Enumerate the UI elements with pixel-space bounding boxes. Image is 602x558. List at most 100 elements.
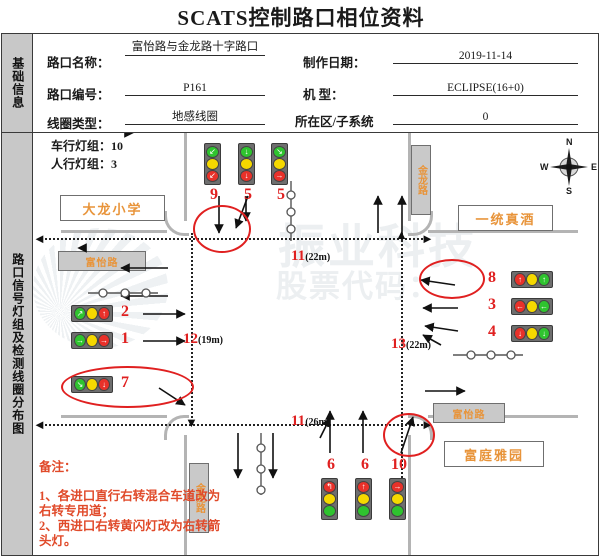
dimension-east-group: 13 <box>391 336 406 352</box>
signal-head-east-3[interactable]: ↓ ↓ <box>511 325 553 342</box>
lamp-green: ↗ <box>74 307 86 320</box>
sidebar-divider <box>32 33 34 556</box>
detector-loop <box>256 464 266 474</box>
compass-north-label: N <box>566 137 573 147</box>
signal-head-east-1[interactable]: ↑ ↑ <box>511 271 553 288</box>
stopline-axis-west <box>191 233 193 425</box>
curb-ne-vertical <box>408 133 411 221</box>
field-label-model: 机 型： <box>303 88 344 102</box>
signal-number-north-3: 5 <box>277 186 285 203</box>
axis-arrow-west-south: ▼ <box>185 415 198 430</box>
page-title: SCATS控制路口相位资料 <box>177 6 425 30</box>
lamp-green: → <box>74 334 86 347</box>
signal-head-north-1[interactable]: ↙ ↙ <box>204 143 221 185</box>
highlight-group-10 <box>383 413 435 457</box>
lamp-yellow <box>86 334 98 347</box>
lamp-yellow <box>526 300 538 313</box>
notes-block: 备注： 1、各进口直行右转混合车道改为右转专用道； 2、西进口右转黄闪灯改为右转… <box>39 445 224 548</box>
lamp-yellow <box>526 327 538 340</box>
street-label-fuyi-top: 富怡路 <box>58 251 146 271</box>
notes-body: 1、各进口直行右转混合车道改为右转专用道； 2、西进口右转黄闪灯改为右转箭头灯。 <box>39 489 221 548</box>
signal-number-west-1: 2 <box>121 303 129 320</box>
signal-head-south-2[interactable]: ↑ <box>355 478 372 520</box>
street-label-jinlong-bottom: 金龙路 <box>189 463 209 533</box>
compass-rose: N S E W <box>538 137 598 196</box>
field-value-name[interactable]: 富怡路与金龙路十字路口 <box>125 41 265 56</box>
curb-se-vertical <box>408 435 411 555</box>
dimension-north: 11(22m) <box>291 248 330 265</box>
detector-loop <box>506 350 516 360</box>
dimension-north-length: (22m) <box>305 252 331 263</box>
signal-head-north-2[interactable]: ↓ ↓ <box>238 143 255 185</box>
lamp-green: ← <box>538 300 550 313</box>
highlight-group-9 <box>193 205 251 253</box>
lamp-red: → <box>391 481 404 493</box>
signal-head-west-1[interactable]: ↗ ↑ <box>71 305 113 322</box>
curb-ne-horizontal <box>428 230 578 233</box>
place-residence: 富庭雅园 <box>444 441 544 467</box>
axis-arrow-north-east: ► <box>421 231 434 246</box>
street-label-jinlong-top: 金龙路 <box>411 145 431 215</box>
lamp-red: ↑ <box>357 481 370 493</box>
dimension-south: 11(26m) <box>291 413 330 430</box>
lamp-green: ↑ <box>538 273 550 286</box>
highlight-group-8 <box>419 259 485 299</box>
signal-number-north-2: 5 <box>244 186 252 203</box>
lamp-red: ← <box>514 300 526 313</box>
signal-number-south-1: 6 <box>327 456 335 473</box>
signal-head-west-2[interactable]: → → <box>71 332 113 349</box>
place-school: 大龙小学 <box>60 195 165 221</box>
compass-west-label: W <box>540 162 549 172</box>
detector-loop <box>256 443 266 453</box>
street-label-fuyi-right: 富怡路 <box>433 403 505 423</box>
field-value-subsystem[interactable]: 0 <box>393 111 578 126</box>
lamp-green: ↘ <box>273 146 286 158</box>
field-label-subsystem: 所在区/子系统 <box>295 115 374 129</box>
watermark-fan <box>33 228 168 348</box>
dimension-west-length: (19m) <box>198 335 223 346</box>
intersection-diagram: 振业科技 股票代码： 车行灯组：10 人行灯组：3 N S E W <box>33 133 598 555</box>
field-value-model[interactable]: ECLIPSE(16+0) <box>393 82 578 97</box>
compass-south-label: S <box>566 186 573 196</box>
signal-head-south-3[interactable]: → <box>389 478 406 520</box>
watermark-code: 股票代码： <box>276 269 441 304</box>
field-value-loop[interactable]: 地感线圈 <box>125 111 265 126</box>
curb-nw-corner <box>164 211 189 236</box>
field-label-name: 路口名称： <box>47 56 110 70</box>
place-liquor: 一统真酒 <box>458 205 553 231</box>
signal-head-north-3[interactable]: ↘ → <box>271 143 288 185</box>
axis-arrow-east-north: ▲ <box>395 227 408 242</box>
dimension-west-group: 12 <box>183 331 198 347</box>
signal-number-north-1: 9 <box>210 186 218 203</box>
lamp-yellow <box>240 158 253 170</box>
lamp-yellow <box>206 158 219 170</box>
stopline-axis-south <box>41 424 427 426</box>
signal-number-west-2: 1 <box>121 330 129 347</box>
lamp-green: ↙ <box>206 146 219 158</box>
stopline-axis-east <box>401 233 403 425</box>
lamp-red: → <box>273 170 286 182</box>
lamp-yellow <box>357 493 370 505</box>
detector-loop <box>286 190 296 200</box>
dimension-south-group: 11 <box>291 413 306 429</box>
lamp-red: ↓ <box>514 327 526 340</box>
basic-info-block: 路口名称： 富怡路与金龙路十字路口 制作日期： 2019-11-14 路口编号：… <box>33 34 598 132</box>
lamp-yellow <box>86 307 98 320</box>
lamp-green: ↓ <box>538 327 550 340</box>
detector-loop <box>466 350 476 360</box>
dimension-south-length: (26m) <box>305 417 331 428</box>
field-label-loop: 线圈类型： <box>47 117 110 131</box>
field-value-date[interactable]: 2019-11-14 <box>393 50 578 65</box>
field-label-code: 路口编号： <box>47 88 110 102</box>
lamp-green: ↓ <box>240 146 253 158</box>
dimension-north-group: 11 <box>291 248 306 264</box>
signal-number-east-2: 3 <box>488 296 496 313</box>
signal-head-east-2[interactable]: ← ← <box>511 298 553 315</box>
curb-ne-corner <box>408 211 433 236</box>
axis-arrow-north-west: ◄ <box>33 231 46 246</box>
signal-head-south-1[interactable]: ↰ <box>321 478 338 520</box>
vehicle-group-count: 车行灯组：10 <box>51 139 124 153</box>
lamp-yellow <box>526 273 538 286</box>
field-value-code[interactable]: P161 <box>125 82 265 97</box>
